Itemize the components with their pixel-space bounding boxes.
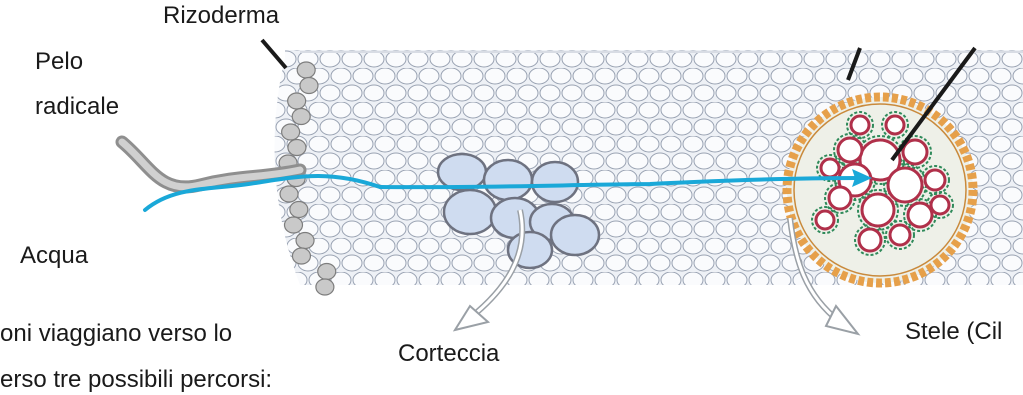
epidermis-cell [300, 78, 318, 94]
xylem-vessel [862, 194, 894, 226]
epidermis-cell [288, 140, 306, 156]
label-pelo: Pelo [35, 48, 83, 77]
caption-line-1: oni viaggiano verso lo [0, 320, 232, 349]
xylem-vessel [888, 168, 922, 202]
epidermis-cell [290, 202, 308, 218]
label-radicale: radicale [35, 93, 119, 122]
xylem-vessel [816, 211, 834, 229]
xylem-vessel [851, 116, 869, 134]
epidermis-cell [316, 279, 334, 295]
epidermis-cell [285, 217, 303, 233]
label-acqua: Acqua [20, 242, 88, 271]
label-stele: Stele (Cil [905, 318, 1002, 347]
highlighted-cell [551, 215, 599, 255]
epidermis-cell [282, 124, 300, 140]
xylem-vessel [908, 203, 932, 227]
xylem-vessel [821, 159, 839, 177]
epidermis-cell [280, 186, 298, 202]
highlighted-cell [444, 190, 496, 234]
epidermis-cell [292, 248, 310, 264]
epidermis-cell [318, 264, 336, 280]
highlighted-cell [438, 154, 486, 190]
xylem-vessel [931, 196, 949, 214]
xylem-vessel [886, 116, 904, 134]
caption-line-2: erso tre possibili percorsi: [0, 366, 272, 395]
epidermis-cell [296, 233, 314, 249]
label-corteccia: Corteccia [398, 340, 499, 369]
label-rizoderma: Rizoderma [163, 2, 279, 31]
epidermis-cell [297, 62, 315, 78]
xylem-vessel [925, 170, 945, 190]
highlighted-cell [484, 160, 532, 200]
rizoderma-leader-line [262, 40, 286, 68]
xylem-vessel [890, 225, 910, 245]
stele [787, 97, 973, 283]
epidermis-cell [292, 109, 310, 125]
xylem-vessel [838, 138, 862, 162]
xylem-vessel [829, 187, 851, 209]
highlighted-cell [532, 162, 578, 202]
xylem-vessel [859, 229, 881, 251]
epidermis-cell [288, 93, 306, 109]
